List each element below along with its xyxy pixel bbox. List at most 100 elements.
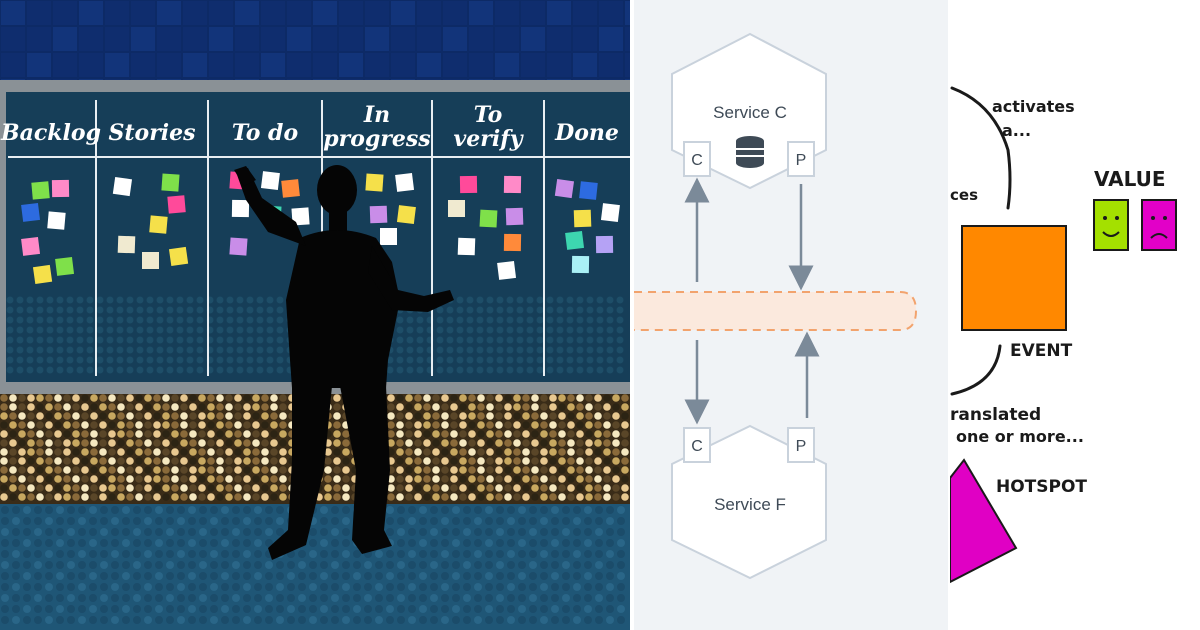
floor-dot	[386, 583, 394, 591]
floor-dot	[166, 583, 174, 591]
board-dot	[216, 336, 224, 344]
city-light	[585, 475, 593, 483]
city-light	[486, 448, 494, 456]
floor-dot	[540, 594, 548, 602]
city-light	[90, 430, 98, 438]
floor-dot	[430, 594, 438, 602]
city-light	[414, 394, 422, 402]
board-dot	[86, 336, 94, 344]
city-light	[216, 448, 224, 456]
sticky-note	[503, 233, 522, 252]
column-header-stories: Stories	[108, 120, 195, 146]
board-dot	[246, 296, 254, 304]
floor-dot	[78, 572, 86, 580]
city-light	[18, 421, 26, 429]
floor-dot	[12, 594, 20, 602]
board-dot	[116, 316, 124, 324]
sky-tile	[27, 1, 51, 25]
city-light	[153, 457, 161, 465]
sticky-note	[365, 173, 384, 192]
city-light	[450, 412, 458, 420]
city-light	[441, 412, 449, 420]
city-light	[216, 493, 224, 501]
board-dot	[106, 316, 114, 324]
board-dot	[6, 356, 14, 364]
board-dot	[576, 346, 584, 354]
board-dot	[256, 366, 264, 374]
floor-dot	[67, 594, 75, 602]
floor-dot	[298, 550, 306, 558]
city-light	[594, 403, 602, 411]
floor-dot	[419, 528, 427, 536]
sky-tile	[599, 1, 623, 25]
city-light	[477, 412, 485, 420]
board-dot	[276, 336, 284, 344]
city-light	[594, 421, 602, 429]
sticky-note	[595, 235, 614, 254]
floor-dot	[342, 506, 350, 514]
city-light	[603, 439, 611, 447]
floor-dot	[408, 561, 416, 569]
floor-dot	[617, 616, 625, 624]
board-dot	[26, 296, 34, 304]
floor-dot	[595, 594, 603, 602]
column-header-backlog: Backlog	[0, 120, 101, 146]
floor-dot	[474, 572, 482, 580]
city-light	[117, 430, 125, 438]
sky-tile	[495, 1, 519, 25]
city-light	[108, 484, 116, 492]
board-dot	[476, 356, 484, 364]
board-dot	[506, 356, 514, 364]
floor-dot	[100, 583, 108, 591]
city-light	[243, 394, 251, 402]
floor-dot	[177, 517, 185, 525]
board-dot	[176, 296, 184, 304]
floor-dot	[320, 605, 328, 613]
city-light	[513, 421, 521, 429]
board-dot	[186, 366, 194, 374]
board-dot	[236, 336, 244, 344]
floor-dot	[243, 583, 251, 591]
city-light	[162, 421, 170, 429]
city-light	[396, 412, 404, 420]
city-light	[261, 475, 269, 483]
board-dot	[46, 356, 54, 364]
floor-dot	[584, 583, 592, 591]
board-dot	[276, 356, 284, 364]
city-light	[621, 493, 629, 501]
sky-tile	[521, 1, 545, 25]
city-light	[594, 430, 602, 438]
floor-dot	[573, 506, 581, 514]
sticky-note	[459, 175, 478, 194]
city-light	[612, 421, 620, 429]
floor-dot	[243, 528, 251, 536]
city-light	[396, 439, 404, 447]
city-light	[207, 493, 215, 501]
floor-dot	[100, 528, 108, 536]
floor-dot	[331, 539, 339, 547]
board-dot	[36, 366, 44, 374]
board-dot	[396, 366, 404, 374]
happy-face-icon	[1093, 199, 1129, 251]
floor-dot	[199, 572, 207, 580]
city-light	[54, 448, 62, 456]
board-dot	[586, 346, 594, 354]
board-dot	[446, 366, 454, 374]
floor-dot	[309, 528, 317, 536]
floor-dot	[507, 561, 515, 569]
floor-dot	[309, 594, 317, 602]
divider	[630, 0, 634, 630]
sky-tile	[1, 27, 25, 51]
board-dot	[606, 296, 614, 304]
city-light	[333, 412, 341, 420]
sky-tile	[443, 53, 467, 77]
city-light	[549, 430, 557, 438]
city-light	[252, 412, 260, 420]
sticky-note	[260, 171, 280, 191]
city-light	[63, 475, 71, 483]
city-light	[135, 439, 143, 447]
city-light	[549, 448, 557, 456]
floor-dot	[309, 605, 317, 613]
city-light	[27, 439, 35, 447]
board-dot	[506, 306, 514, 314]
